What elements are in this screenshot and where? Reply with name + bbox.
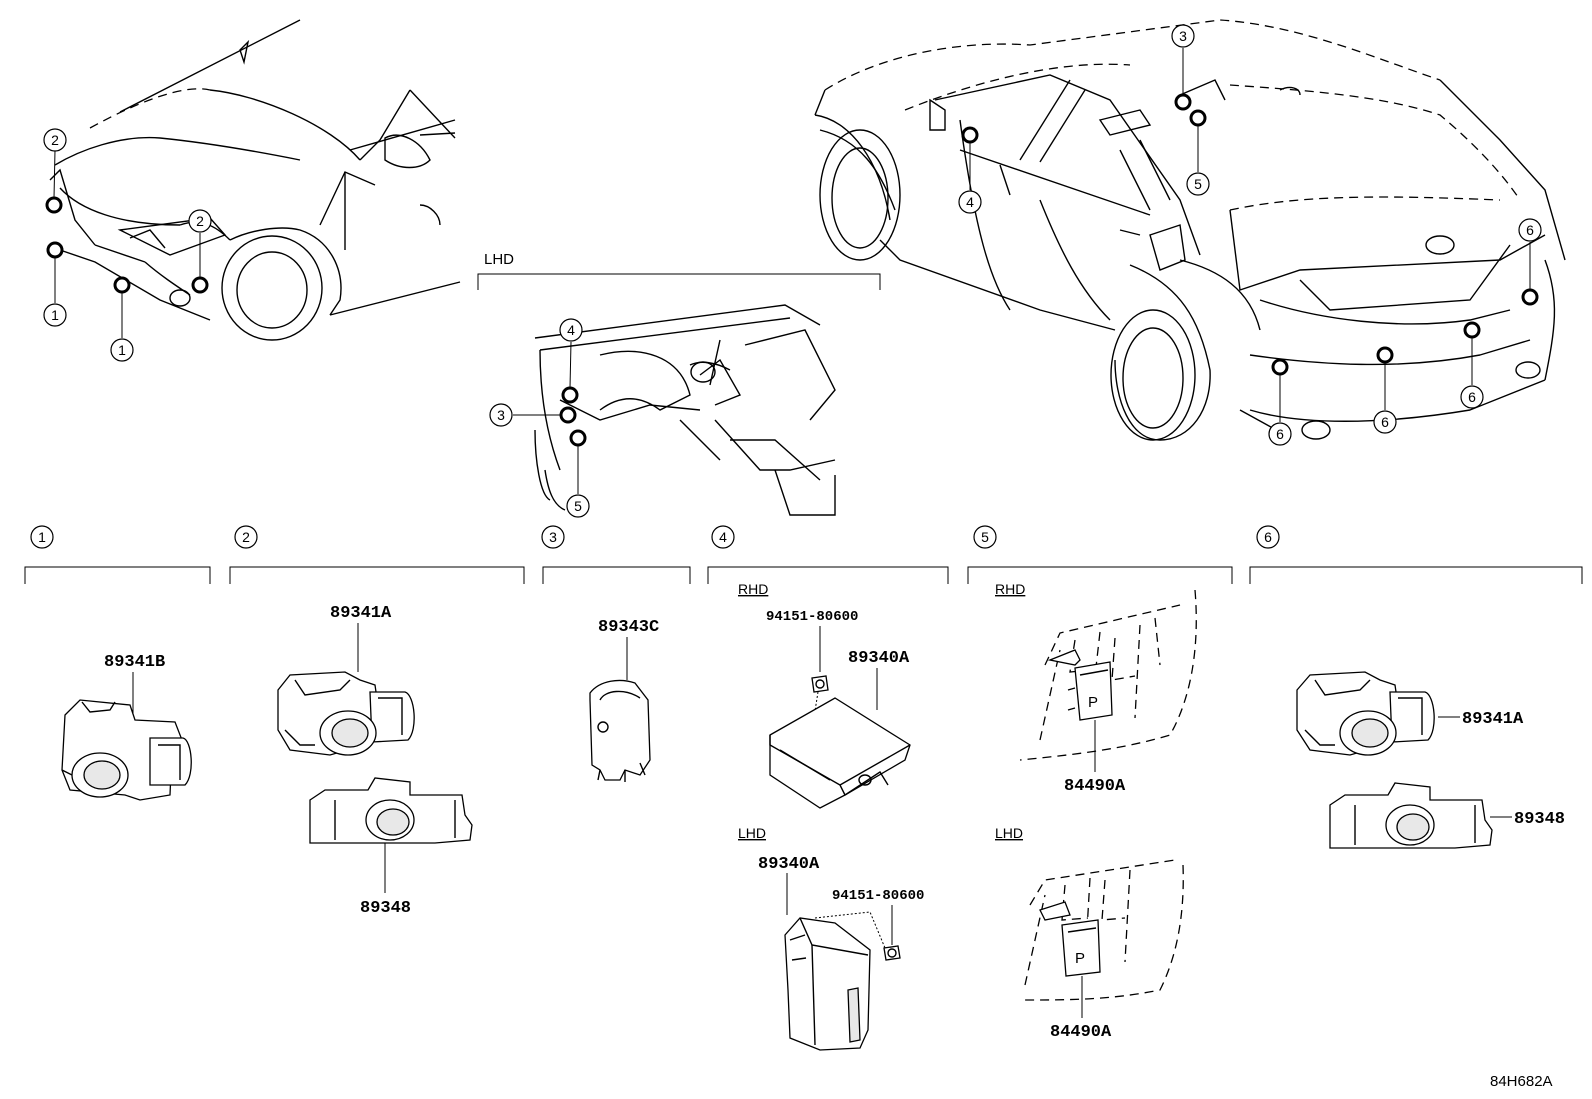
section-1-number: 1 [30,525,54,549]
svg-text:84490A: 84490A [1064,777,1126,796]
section-1-sensor-drawing: 89341B [61,653,192,801]
svg-text:89341A: 89341A [330,604,392,623]
svg-text:84490A: 84490A [1050,1023,1112,1042]
svg-text:P: P [1088,694,1098,711]
svg-text:3: 3 [549,529,557,545]
section-6-bracket [1249,566,1583,584]
callout-rear-6-bumper-c: 6 [1460,385,1484,409]
svg-text:5: 5 [574,498,582,514]
section-4-lhd-ecu-drawing: LHD 89340A 94151-80600 [738,825,924,1051]
svg-text:4: 4 [719,529,727,545]
svg-text:89348: 89348 [360,899,411,918]
section-2-sensor-drawing: 89341A 89348 [277,604,473,918]
lhd-dashboard-illustration: LHD [477,251,881,516]
svg-text:RHD: RHD [995,581,1025,597]
svg-text:5: 5 [981,529,989,545]
callout-dash-3: 3 [489,403,513,427]
svg-text:1: 1 [51,307,59,323]
svg-text:2: 2 [196,213,204,229]
svg-text:4: 4 [966,194,974,210]
svg-text:RHD: RHD [738,581,768,597]
svg-text:2: 2 [51,132,59,148]
callout-front-1-left: 1 [43,303,67,327]
svg-text:89341A: 89341A [1462,710,1524,729]
svg-text:89341B: 89341B [104,653,165,672]
section-3-sensor-drawing: 89343C [589,618,659,782]
svg-text:LHD: LHD [484,251,514,268]
svg-text:94151-80600: 94151-80600 [832,888,924,904]
diagram-code: 84H682A [1490,1073,1553,1090]
section-5-number: 5 [973,525,997,549]
section-5-lhd-switch-drawing: LHD P 84490A [995,825,1184,1042]
svg-text:89340A: 89340A [848,649,910,668]
svg-text:6: 6 [1276,426,1284,442]
svg-text:89348: 89348 [1514,810,1565,829]
svg-text:6: 6 [1526,222,1534,238]
svg-text:5: 5 [1194,176,1202,192]
svg-text:6: 6 [1468,389,1476,405]
callout-rear-5: 5 [1186,172,1210,196]
svg-text:3: 3 [497,407,505,423]
svg-text:6: 6 [1264,529,1272,545]
svg-text:1: 1 [118,342,126,358]
callout-front-2-fender: 2 [188,209,212,233]
callout-rear-3: 3 [1171,24,1195,48]
section-3-bracket [542,566,691,584]
section-4-bracket [707,566,949,584]
svg-text:3: 3 [1179,28,1187,44]
callout-rear-4: 4 [958,190,982,214]
svg-text:P: P [1075,950,1085,967]
svg-text:2: 2 [242,529,250,545]
svg-text:89340A: 89340A [758,855,820,874]
callout-dash-5: 5 [566,494,590,518]
section-5-bracket [967,566,1233,584]
section-5-rhd-switch-drawing: RHD P 84490A [995,581,1197,796]
section-2-bracket [229,566,525,584]
svg-text:4: 4 [567,322,575,338]
callout-dash-4: 4 [559,318,583,342]
section-2-number: 2 [234,525,258,549]
callout-rear-6-bumper-b: 6 [1373,410,1397,434]
callout-front-1-bumper: 1 [110,338,134,362]
callout-front-2-left: 2 [43,128,67,152]
rear-car-illustration [814,19,1566,441]
section-4-rhd-ecu-drawing: RHD 94151-80600 89340A [738,581,911,809]
section-1-bracket [24,566,211,584]
callout-rear-6-bumper-a: 6 [1268,422,1292,446]
section-6-number: 6 [1256,525,1280,549]
section-4-number: 4 [711,525,735,549]
svg-text:1: 1 [38,529,46,545]
svg-text:94151-80600: 94151-80600 [766,609,858,625]
front-car-illustration [49,19,461,341]
section-6-sensor-drawing: 89341A 89348 [1296,671,1565,849]
svg-text:LHD: LHD [738,825,766,841]
callout-rear-6-right: 6 [1518,218,1542,242]
section-3-number: 3 [541,525,565,549]
svg-text:6: 6 [1381,414,1389,430]
svg-text:89343C: 89343C [598,618,659,637]
svg-text:LHD: LHD [995,825,1023,841]
